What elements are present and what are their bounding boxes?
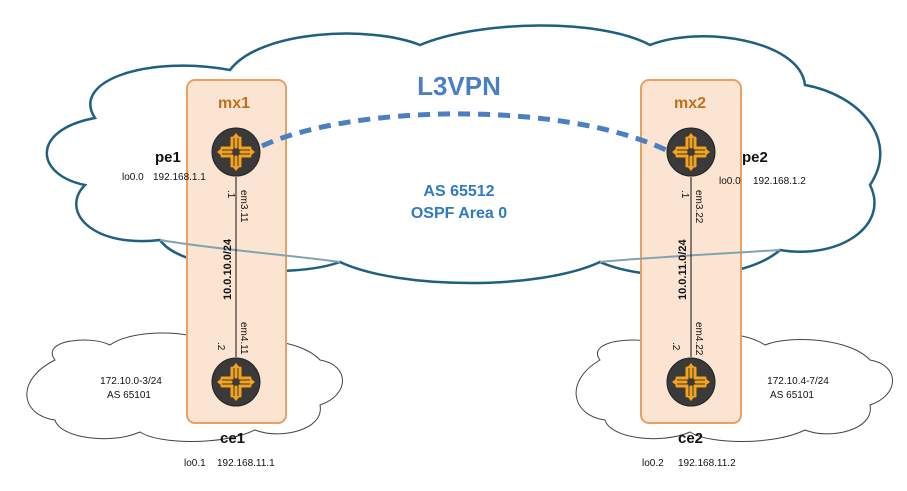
pe1-label: pe1 xyxy=(155,149,181,166)
ce2-lo-if: lo0.2 xyxy=(642,458,664,469)
mx2-label: mx2 xyxy=(674,95,706,112)
ce2-addr: .2 xyxy=(670,342,681,351)
mx1-subnet: 10.0.10.0/24 xyxy=(222,238,234,300)
pe2-lo-ip: 192.168.1.2 xyxy=(753,176,806,187)
ce1-addr: .2 xyxy=(215,342,226,351)
ce2-label: ce2 xyxy=(678,430,703,447)
pe2-if: em3.22 xyxy=(693,190,704,224)
ce1-router-icon[interactable] xyxy=(210,356,262,408)
ce2-lo-ip: 192.168.11.2 xyxy=(678,458,736,469)
l3vpn-tunnel xyxy=(260,111,668,153)
backbone-as: AS 65512 xyxy=(423,183,494,200)
site1-prefix: 172.10.0-3/24 xyxy=(100,376,162,387)
pe1-addr: .1 xyxy=(225,190,236,199)
pe1-router-icon[interactable] xyxy=(210,126,262,178)
pe2-router-icon[interactable] xyxy=(665,126,717,178)
site1-as: AS 65101 xyxy=(107,390,151,401)
mx1-label: mx1 xyxy=(218,95,250,112)
ce1-label: ce1 xyxy=(220,430,245,447)
site2-prefix: 172.10.4-7/24 xyxy=(767,376,829,387)
pe1-lo-ip: 192.168.1.1 xyxy=(153,172,206,183)
ce2-if: em4.22 xyxy=(693,322,704,356)
pe2-addr: .1 xyxy=(679,190,690,199)
pe1-if: em3.11 xyxy=(238,190,249,223)
pe2-label: pe2 xyxy=(742,149,768,166)
cloud-crossing xyxy=(159,239,781,263)
diagram-title: L3VPN xyxy=(417,71,501,101)
ce1-lo-ip: 192.168.11.1 xyxy=(217,458,275,469)
site-cloud-left xyxy=(26,332,343,442)
ce2-router-icon[interactable] xyxy=(665,356,717,408)
ce1-lo-if: lo0.1 xyxy=(184,458,206,469)
site2-as: AS 65101 xyxy=(770,390,814,401)
pe1-lo-if: lo0.0 xyxy=(122,172,144,183)
pe2-lo-if: lo0.0 xyxy=(719,176,741,187)
ce1-if: em4.11 xyxy=(238,322,249,355)
backbone-area: OSPF Area 0 xyxy=(411,205,507,222)
mx2-subnet: 10.0.11.0/24 xyxy=(677,239,689,300)
